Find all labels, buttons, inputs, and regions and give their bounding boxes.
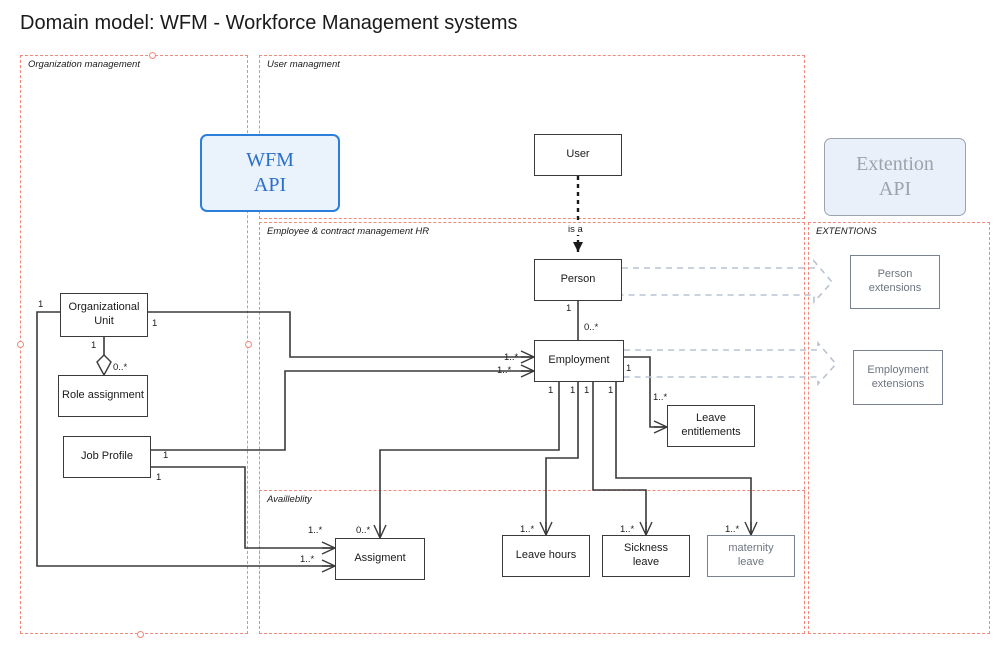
mult-employment-b4: 1 bbox=[608, 385, 614, 396]
mult-assigment-left-a: 1..* bbox=[308, 525, 323, 536]
mult-orgunit-left-1: 1 bbox=[38, 299, 44, 310]
mult-employment-right-1: 1 bbox=[626, 363, 632, 374]
swimlane-label-organization-management: Organization management bbox=[28, 59, 140, 70]
entity-user[interactable]: User bbox=[534, 134, 622, 176]
entity-label-job-profile: Job Profile bbox=[81, 450, 133, 463]
swimlane-user-management bbox=[259, 55, 805, 219]
mult-person-employment-many: 0..* bbox=[584, 322, 599, 333]
swimlane-extentions bbox=[808, 222, 990, 634]
swimlane-handle-2[interactable] bbox=[245, 341, 252, 348]
page-title: Domain model: WFM - Workforce Management… bbox=[20, 12, 518, 34]
mult-orgunit-role-1: 1 bbox=[91, 340, 97, 351]
mult-sickness-leave: 1..* bbox=[620, 524, 635, 535]
mult-person-employment-1: 1 bbox=[566, 303, 572, 314]
entity-label-person: Person bbox=[560, 273, 596, 286]
entity-label-assigment: Assigment bbox=[354, 552, 406, 565]
entity-person[interactable]: Person bbox=[534, 259, 622, 301]
entity-employment[interactable]: Employment bbox=[534, 340, 624, 382]
mult-assigment-top: 0..* bbox=[356, 525, 371, 536]
mult-employment-b3: 1 bbox=[584, 385, 590, 396]
mult-orgunit-right-1: 1 bbox=[152, 318, 158, 329]
mult-leave-hours: 1..* bbox=[520, 524, 535, 535]
entity-label-role-assignment: Role assignment bbox=[62, 389, 144, 402]
mult-employment-left-a: 1..* bbox=[504, 352, 519, 363]
mult-jobprofile-1b: 1 bbox=[156, 472, 162, 483]
mult-employment-b2: 1 bbox=[570, 385, 576, 396]
mult-leave-entitlements-many: 1..* bbox=[653, 392, 668, 403]
mult-maternity-leave: 1..* bbox=[725, 524, 740, 535]
mult-role-many: 0..* bbox=[113, 362, 128, 373]
mult-employment-b1: 1 bbox=[548, 385, 554, 396]
mult-jobprofile-1a: 1 bbox=[163, 450, 169, 461]
swimlane-handle-3[interactable] bbox=[137, 631, 144, 638]
entity-role-assignment[interactable]: Role assignment bbox=[58, 375, 148, 417]
swimlane-label-user-management: User managment bbox=[267, 59, 340, 70]
mult-assigment-left-b: 1..* bbox=[300, 554, 315, 565]
entity-leave-hours[interactable]: Leave hours bbox=[502, 535, 590, 577]
entity-label-leave-hours: Leave hours bbox=[515, 549, 577, 562]
entity-label-employment: Employment bbox=[548, 354, 610, 367]
swimlane-handle-1[interactable] bbox=[17, 341, 24, 348]
entity-label-user: User bbox=[566, 148, 590, 161]
entity-assigment[interactable]: Assigment bbox=[335, 538, 425, 580]
swimlane-label-employee-contract-hr: Employee & contract management HR bbox=[267, 226, 430, 237]
swimlane-handle-0[interactable] bbox=[149, 52, 156, 59]
mult-employment-left-b: 1..* bbox=[497, 365, 512, 376]
swimlane-label-extentions: EXTENTIONS bbox=[816, 226, 877, 237]
is-a-label: is a bbox=[567, 224, 584, 235]
entity-job-profile[interactable]: Job Profile bbox=[63, 436, 151, 478]
swimlane-label-availability: Availleblity bbox=[267, 494, 312, 505]
